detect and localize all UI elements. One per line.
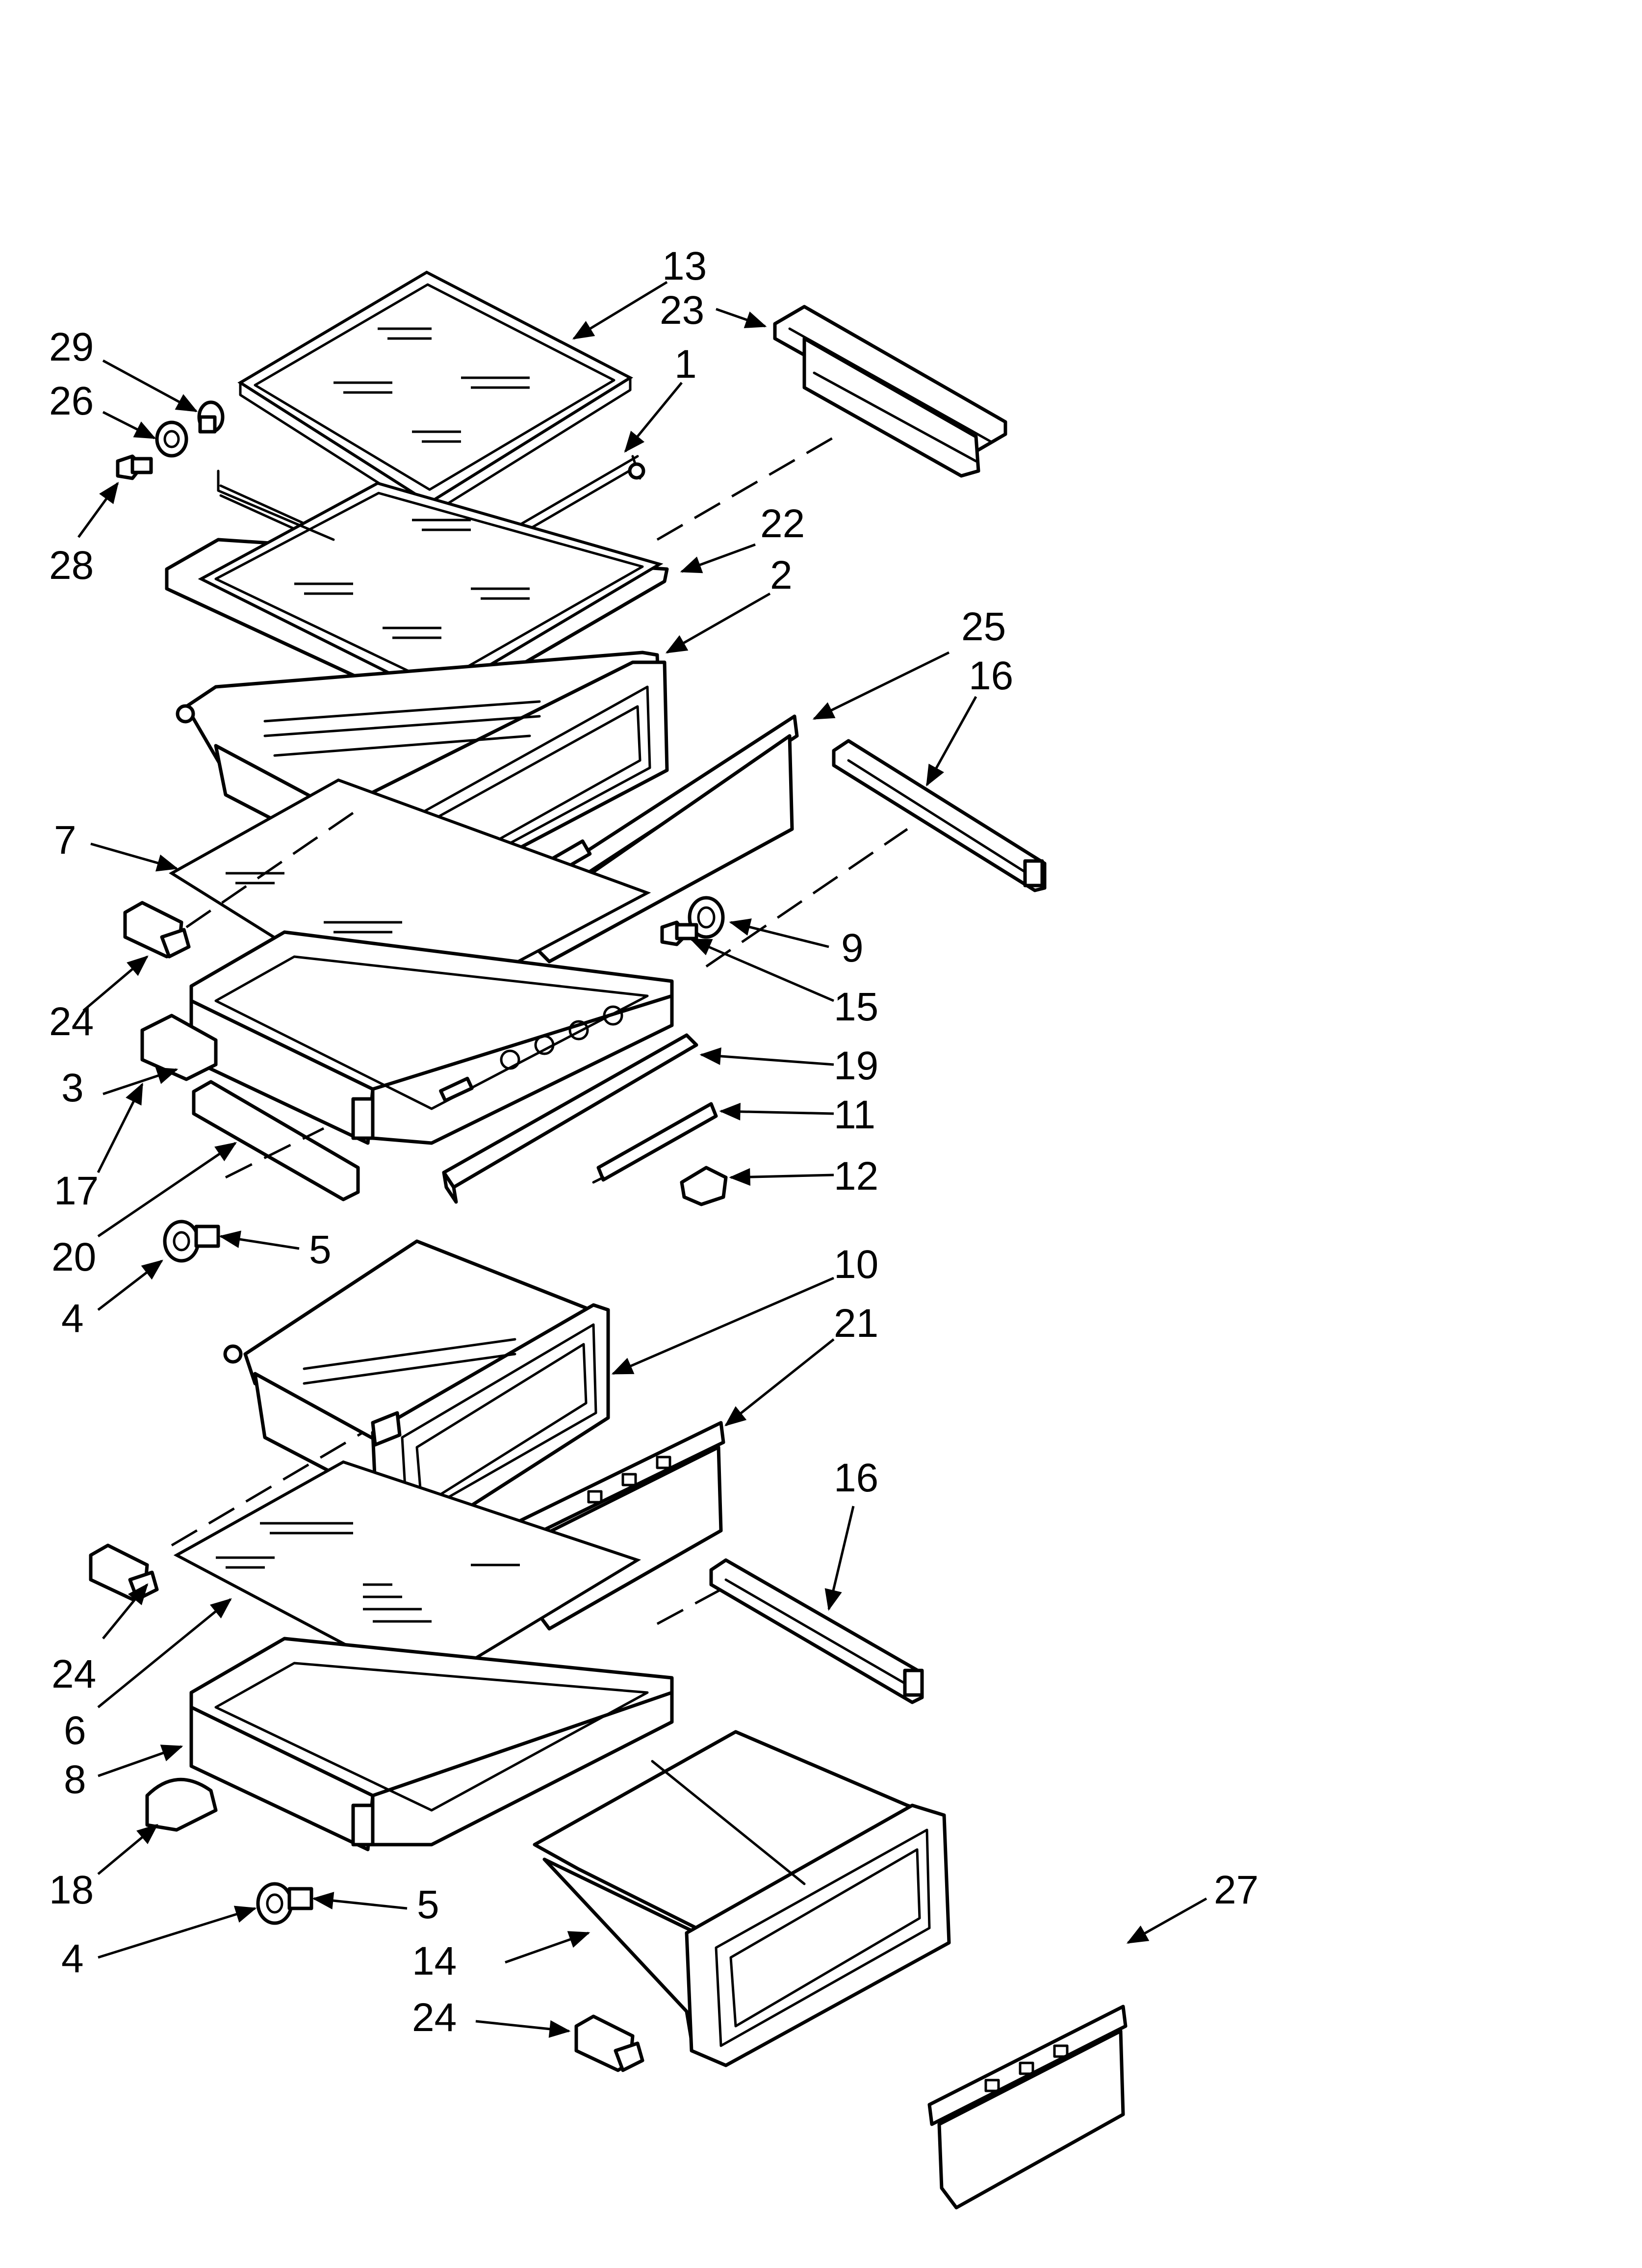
callout-12: 12 [834, 1154, 878, 1199]
callout-14: 14 [412, 1939, 457, 1983]
part-16-rail-lower [709, 1558, 924, 1704]
part-17-clip [140, 1014, 218, 1081]
callout-11: 11 [834, 1093, 875, 1137]
part-29-cap [197, 400, 225, 434]
callout-13: 13 [662, 244, 707, 288]
callout-5-lower: 5 [417, 1882, 439, 1927]
callout-3: 3 [61, 1066, 84, 1110]
part-10-crisper-drawer [223, 1239, 610, 1542]
part-13-glass-shelf [237, 270, 634, 517]
callout-5-upper: 5 [309, 1227, 332, 1272]
part-16-rail-upper [832, 739, 1047, 892]
callout-24-upper: 24 [49, 999, 94, 1044]
callout-27: 27 [1214, 1868, 1258, 1912]
callout-19: 19 [834, 1043, 878, 1088]
part-12-clip [680, 1166, 728, 1206]
callout-16-lower: 16 [834, 1456, 878, 1500]
part-3-crisper-frame [189, 930, 674, 1145]
leader-arrows [77, 281, 1207, 2038]
callout-4-lower: 4 [61, 1936, 84, 1981]
part-23-rail [773, 305, 1007, 478]
part-11-bracket [592, 1102, 718, 1184]
callout-24-middle: 24 [51, 1652, 96, 1696]
part-27-drawer-trim [927, 2005, 1128, 2210]
part-24-bracket-c [574, 2014, 644, 2072]
part-26-wheel [155, 420, 188, 458]
part-5-axle-upper [194, 1225, 220, 1248]
callout-29: 29 [49, 325, 94, 369]
callout-24-lower: 24 [412, 1995, 457, 2040]
callout-10: 10 [834, 1242, 878, 1287]
callout-2: 2 [770, 553, 793, 598]
callout-1: 1 [674, 342, 697, 387]
part-4-wheel-lower [256, 1882, 293, 1925]
callout-17: 17 [54, 1169, 99, 1213]
part-8-crisper-frame [189, 1637, 674, 1851]
callout-22: 22 [760, 501, 805, 546]
callout-20: 20 [51, 1235, 96, 1279]
callout-16-upper: 16 [969, 653, 1013, 698]
part-24-bracket-a [123, 901, 191, 959]
part-5-axle-lower [287, 1887, 313, 1910]
callout-7: 7 [54, 818, 77, 862]
part-19-bar [442, 1033, 698, 1204]
callout-15: 15 [834, 985, 878, 1029]
callout-18: 18 [49, 1868, 94, 1912]
callout-8: 8 [64, 1757, 86, 1802]
callout-26: 26 [49, 379, 94, 423]
part-24-bracket-b [89, 1543, 159, 1601]
part-4-wheel-upper [163, 1220, 200, 1263]
part-15-screw [660, 920, 698, 946]
callout-28: 28 [49, 543, 94, 588]
part-20-bar [192, 1080, 360, 1201]
part-22-glass-shelf-frame [165, 469, 669, 716]
callout-6: 6 [64, 1708, 86, 1753]
callout-9: 9 [841, 926, 864, 970]
callout-21: 21 [834, 1301, 878, 1346]
callout-23: 23 [660, 288, 704, 333]
part-14-bottom-drawer [533, 1730, 951, 2067]
alignment-lines [171, 430, 908, 1625]
callout-4-upper: 4 [61, 1296, 84, 1341]
part-28-screw [116, 454, 153, 480]
callout-labels: 13 23 29 1 26 28 22 2 25 16 7 9 24 15 3 … [49, 244, 1258, 2040]
part-18-clip [145, 1777, 218, 1832]
callout-25: 25 [961, 604, 1006, 649]
